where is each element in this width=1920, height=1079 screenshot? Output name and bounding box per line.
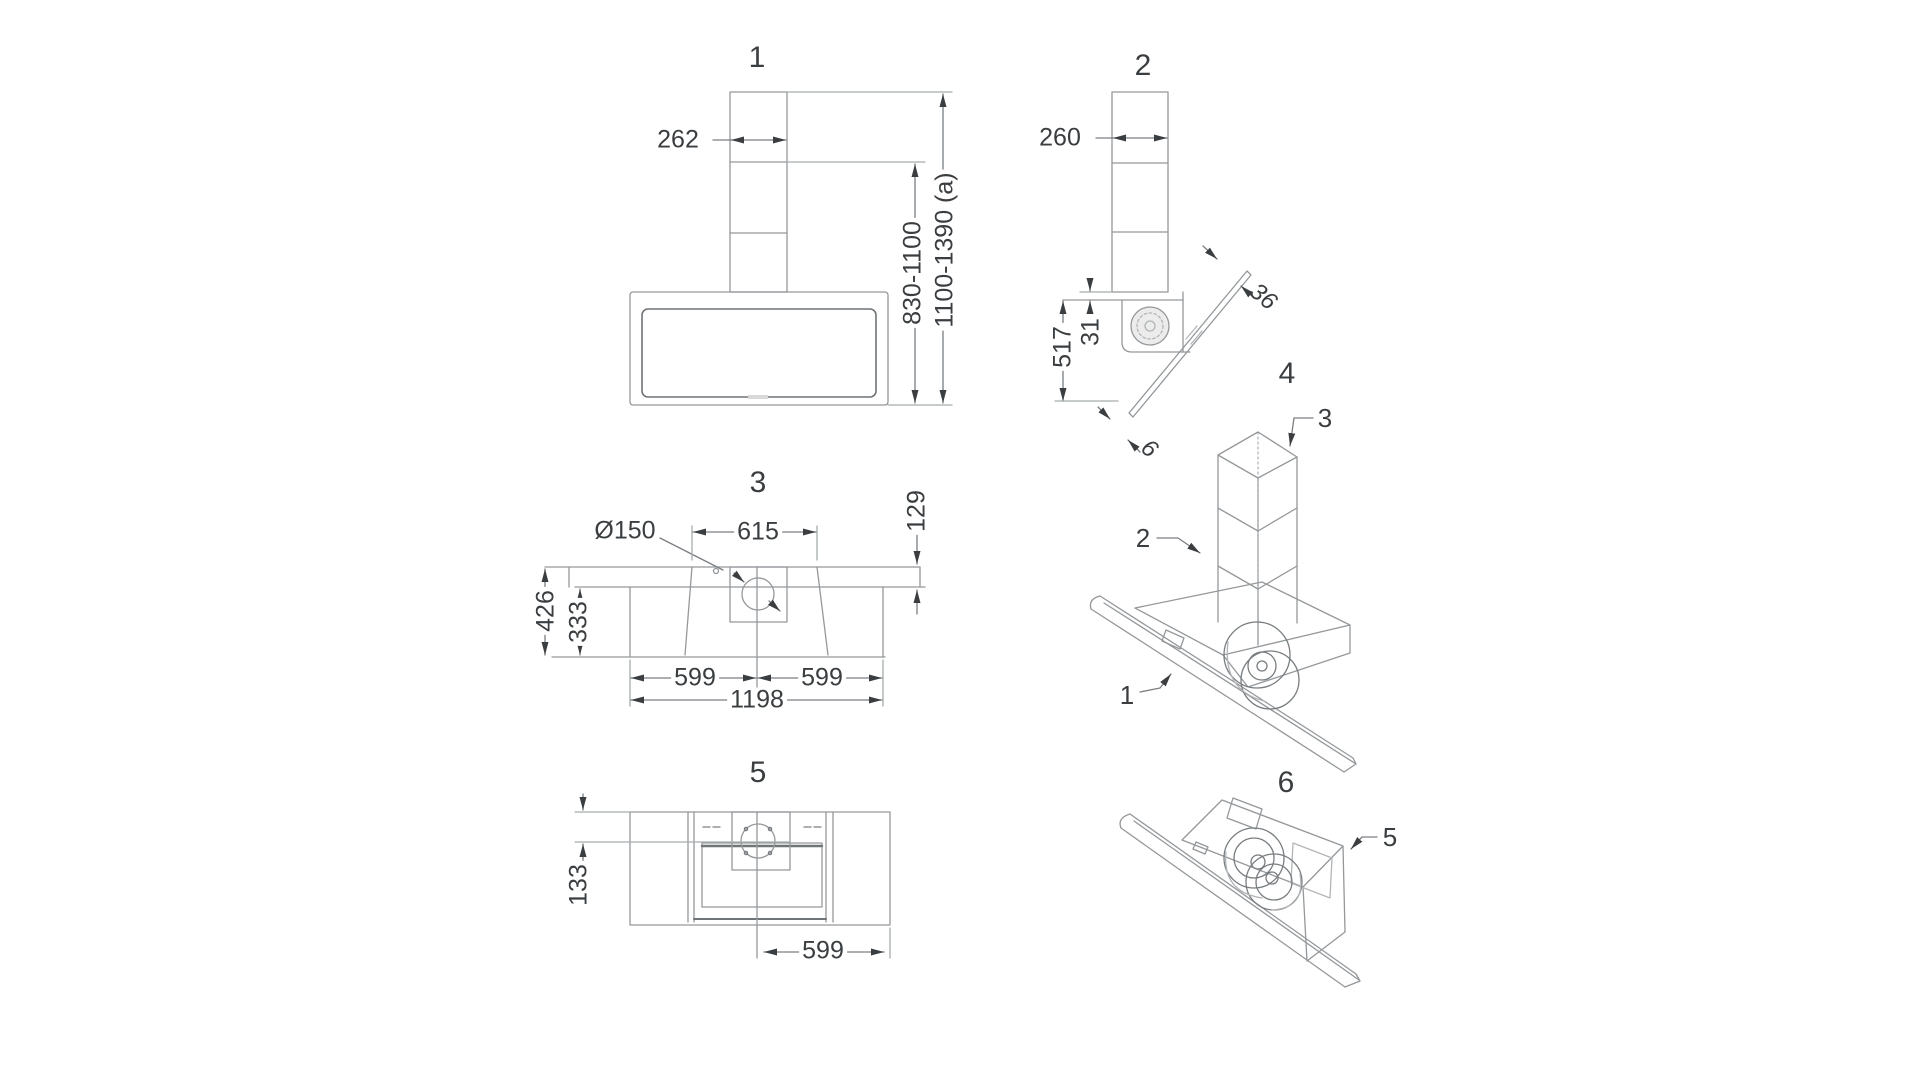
dim-half-left-label: 599: [671, 665, 719, 691]
part3-label: 3: [1314, 405, 1336, 431]
view-side-linework: [1054, 91, 1255, 453]
view-iso-bottom-linework: [1119, 797, 1378, 988]
view6-title: 6: [1274, 768, 1298, 798]
dim-height-max-label: 1100-1390 (a): [931, 169, 959, 331]
dim-depth-inner-label: 333: [565, 598, 593, 646]
dim-half-width-label: 599: [799, 938, 847, 964]
dim-body-height-label: 517: [1049, 323, 1077, 371]
dim-depth-total-label: 426: [532, 587, 560, 635]
view3-title: 3: [746, 468, 770, 498]
view4-title: 4: [1275, 359, 1299, 389]
dim-chimney-depth-label: 260: [1036, 125, 1084, 151]
dim-chimney-width-label: 262: [654, 127, 702, 153]
view1-title: 1: [745, 43, 769, 73]
dim-inner-width-label: 615: [734, 519, 782, 545]
view-iso-rear-linework: [1089, 417, 1357, 773]
view2-title: 2: [1131, 51, 1155, 81]
dim-half-right-label: 599: [798, 665, 846, 691]
view5-title: 5: [746, 758, 770, 788]
dim-front-depth-label: 133: [565, 861, 593, 909]
dim-width-total-label: 1198: [727, 687, 787, 713]
brand-logo-mark: [748, 395, 768, 399]
dim-height-min-label: 830-1100: [899, 218, 927, 328]
part1-label: 1: [1116, 682, 1138, 708]
part2-label: 2: [1132, 525, 1154, 551]
dim-outlet-diameter-label: Ø150: [591, 518, 659, 544]
dim-front-offset-label: 129: [903, 487, 931, 535]
view-plan-linework: [541, 525, 926, 707]
view-bottom-linework: [574, 793, 891, 959]
part5-label: 5: [1379, 824, 1401, 850]
dim-gap-label: 31: [1077, 315, 1105, 349]
